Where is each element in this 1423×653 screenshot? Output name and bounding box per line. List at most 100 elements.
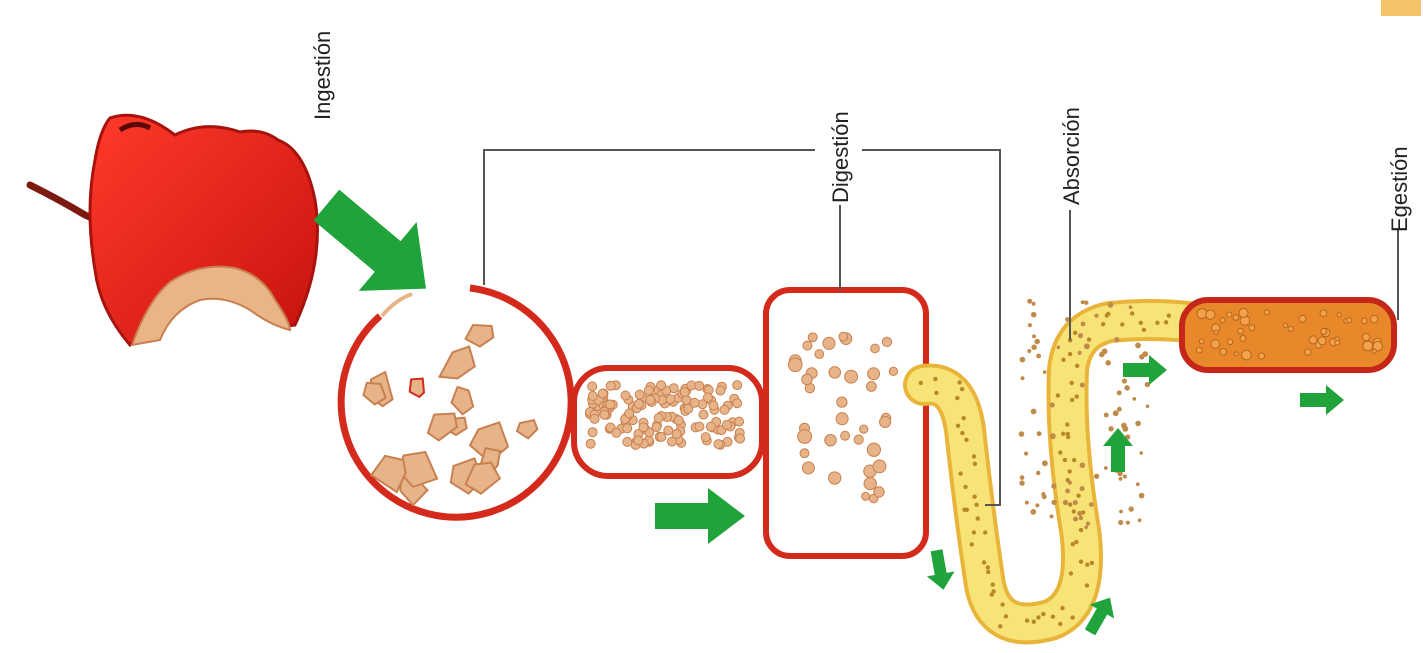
colon-particle xyxy=(1199,339,1204,344)
intestine-particle xyxy=(983,530,987,534)
tube-particle xyxy=(699,410,708,419)
nutrient-dot xyxy=(1032,302,1036,306)
digest-particle xyxy=(802,462,814,474)
intestine-particle xyxy=(1072,458,1076,462)
nutrient-dot xyxy=(1104,466,1108,470)
digest-particle xyxy=(862,492,870,500)
colon-particle xyxy=(1299,315,1306,322)
nutrient-dot xyxy=(1027,299,1032,304)
tube-particle xyxy=(674,416,683,425)
intestine-particle xyxy=(1061,432,1065,436)
nutrient-dot xyxy=(1050,402,1055,407)
colon-particle xyxy=(1238,328,1244,334)
colon-particle xyxy=(1214,330,1218,334)
nutrient-dot xyxy=(1020,357,1026,363)
tube-particle xyxy=(644,386,653,395)
nutrient-dot xyxy=(1129,305,1133,309)
intestine-particle xyxy=(960,431,964,435)
intestine-particle xyxy=(1068,502,1072,506)
nutrient-dot xyxy=(1108,426,1113,431)
digest-particle xyxy=(829,367,841,379)
tube-particle xyxy=(598,389,607,398)
tube-particle xyxy=(657,381,666,390)
tube-particle xyxy=(690,398,699,407)
intestine-particle xyxy=(1058,622,1062,626)
nutrient-dot xyxy=(1079,516,1083,520)
colon-particle xyxy=(1363,341,1373,351)
digest-particle xyxy=(867,382,877,392)
tube-particle xyxy=(586,439,595,448)
intestine-particle xyxy=(1085,583,1089,587)
intestine-particle xyxy=(1070,381,1074,385)
intestine-particle xyxy=(1041,612,1045,616)
nutrient-dot xyxy=(1028,323,1032,327)
nutrient-dot xyxy=(1113,410,1119,416)
nutrient-dot xyxy=(1081,300,1085,304)
tube-particle xyxy=(588,382,597,391)
intestine-particle xyxy=(1085,563,1089,567)
intestine-particle xyxy=(1106,312,1110,316)
nutrient-dot xyxy=(1108,302,1114,308)
nutrient-dot xyxy=(1132,397,1136,401)
intestine-particle xyxy=(964,438,968,442)
intestine-particle xyxy=(1004,614,1008,618)
tube-particle xyxy=(695,422,704,431)
nutrient-dot xyxy=(1019,431,1025,437)
nutrient-dot xyxy=(1057,345,1061,349)
intestine-particle xyxy=(1073,331,1077,335)
intestine-particle xyxy=(934,391,938,395)
colon-particle xyxy=(1288,326,1293,331)
colon-particle xyxy=(1196,347,1202,353)
colon-particle xyxy=(1211,340,1220,349)
intestine-particle xyxy=(1070,615,1074,619)
intestine-particle xyxy=(976,516,980,520)
colon-particle xyxy=(1220,318,1225,323)
tube-particle xyxy=(639,423,648,432)
tube-particle xyxy=(635,390,644,399)
nutrient-dot xyxy=(1084,300,1088,304)
intestine-particle xyxy=(933,377,937,381)
nutrient-dot xyxy=(1128,506,1133,511)
nutrient-dot xyxy=(1050,433,1056,439)
nutrient-dot xyxy=(1031,344,1036,349)
tube-particle xyxy=(680,388,689,397)
tube-particle xyxy=(606,381,615,390)
intestine-particle xyxy=(956,424,960,428)
nutrient-dot xyxy=(1050,514,1054,518)
nutrient-dot xyxy=(1080,486,1085,491)
nutrient-dot xyxy=(1051,500,1056,505)
nutrient-dot xyxy=(1037,431,1042,436)
nutrient-dot xyxy=(1084,525,1088,529)
digestion-label: Digestión xyxy=(828,111,853,203)
tube-particle xyxy=(703,393,712,402)
digest-particle xyxy=(874,487,884,497)
intestine-particle xyxy=(1068,469,1072,473)
nutrient-dot xyxy=(1084,343,1090,349)
nutrient-dot xyxy=(1094,314,1098,318)
nutrient-dot xyxy=(1139,451,1143,455)
intestine-particle xyxy=(1072,509,1076,513)
colon-particle xyxy=(1370,315,1377,322)
digest-particle xyxy=(836,413,848,425)
intestine-particle xyxy=(960,387,964,391)
intestine-particle xyxy=(958,471,962,475)
digest-particle xyxy=(841,431,850,440)
tube-particle xyxy=(621,391,630,400)
nutrient-dot xyxy=(1126,521,1130,525)
colon-particle xyxy=(1321,328,1327,334)
tube-particle xyxy=(695,381,704,390)
colon-particle xyxy=(1305,349,1312,356)
intestine-particle xyxy=(1101,322,1105,326)
nutrient-dot xyxy=(1139,493,1145,499)
nutrient-dot xyxy=(1118,520,1123,525)
colon-particle xyxy=(1347,318,1352,323)
digestion-bracket-left xyxy=(484,150,815,285)
intestine-particle xyxy=(1056,393,1060,397)
intestine-particle xyxy=(991,582,995,586)
intestine-particle xyxy=(990,592,994,596)
intestine-particle xyxy=(963,485,967,489)
colon-particle xyxy=(1283,323,1287,327)
intestine-particle xyxy=(972,495,976,499)
tube-particle xyxy=(716,386,725,395)
